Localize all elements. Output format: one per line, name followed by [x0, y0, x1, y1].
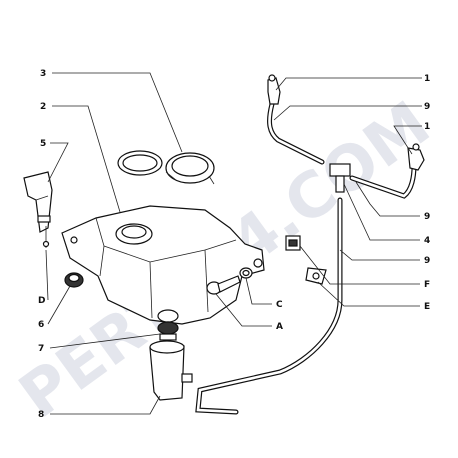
label-6: 6	[38, 320, 44, 330]
label-4: 4	[424, 236, 430, 246]
washer-pump	[149, 340, 193, 401]
label-A: A	[276, 322, 283, 332]
label-9-mid: 9	[424, 212, 430, 222]
label-8: 8	[38, 410, 44, 420]
label-1-top: 1	[424, 74, 430, 84]
label-D: D	[38, 296, 45, 306]
label-9-top: 9	[424, 102, 430, 112]
leader-lines	[45, 72, 422, 415]
pump-seal	[157, 309, 179, 341]
label-7: 7	[38, 344, 44, 354]
hose-clip-e	[305, 267, 327, 285]
label-3: 3	[40, 69, 46, 79]
grommet	[64, 272, 84, 288]
label-F: F	[424, 280, 430, 290]
label-1-right: 1	[424, 122, 430, 132]
mounting-bracket	[23, 171, 53, 248]
mounting-bolt	[206, 267, 253, 295]
reservoir-cap	[117, 150, 215, 185]
label-9-low: 9	[424, 256, 430, 266]
label-2: 2	[40, 102, 46, 112]
hose-clip-f	[285, 235, 301, 251]
label-5: 5	[40, 139, 46, 149]
label-E: E	[424, 302, 430, 312]
washer-nozzle-left	[267, 74, 281, 105]
label-C: C	[276, 300, 283, 310]
